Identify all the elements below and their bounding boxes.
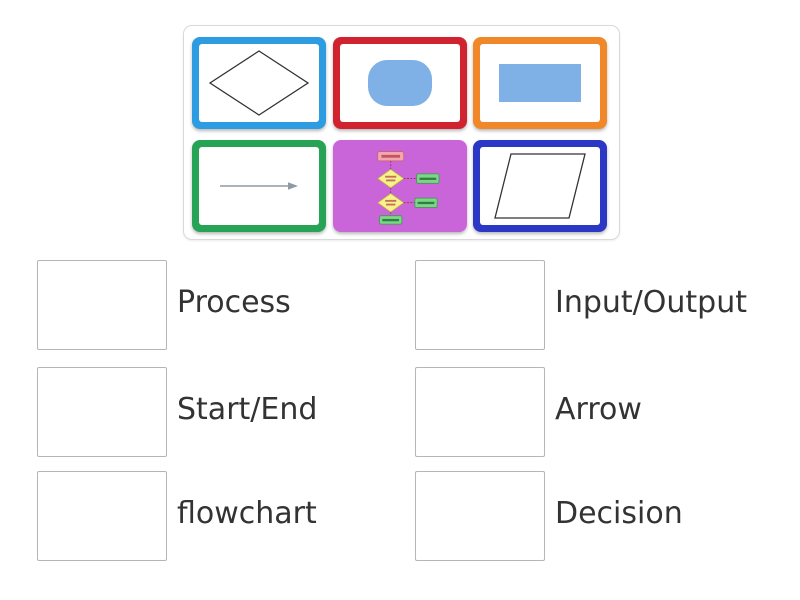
tile-inner [340,44,460,122]
match-pair-process: Process [37,260,291,350]
match-pair-flowchart: flowchart [37,471,317,561]
choice-tile-parallelogram[interactable] [473,140,607,232]
tile-inner [340,147,460,225]
match-pair-decision: Decision [415,471,683,561]
match-label-process: Process [177,285,291,320]
choices-panel [183,25,620,240]
match-pair-arrow: Arrow [415,367,642,457]
choice-tile-diamond[interactable] [192,37,326,129]
tile-inner [480,44,600,122]
match-slot-decision[interactable] [415,471,545,561]
match-slot-process[interactable] [37,260,167,350]
match-label-flowchart: flowchart [177,496,317,531]
arrow-icon [220,182,298,190]
diamond-icon [209,50,309,116]
match-slot-start-end[interactable] [37,367,167,457]
match-label-decision: Decision [555,496,683,531]
match-slot-flowchart[interactable] [37,471,167,561]
match-pair-input-output: Input/Output [415,260,747,350]
flowchart-thumbnail [377,151,440,225]
match-label-input-output: Input/Output [555,285,747,320]
match-pair-start-end: Start/End [37,367,317,457]
choice-tile-arrow[interactable] [192,140,326,232]
choice-tile-flowchart[interactable] [333,140,467,232]
stadium-icon [368,60,432,106]
choice-tile-rectangle[interactable] [473,37,607,129]
match-label-start-end: Start/End [177,392,318,427]
tile-inner [199,147,319,225]
parallelogram-icon [494,153,586,219]
match-label-arrow: Arrow [555,392,642,427]
tile-inner [480,147,600,225]
match-slot-input-output[interactable] [415,260,545,350]
choice-tile-stadium[interactable] [333,37,467,129]
rectangle-icon [499,64,581,102]
match-slot-arrow[interactable] [415,367,545,457]
tile-inner [199,44,319,122]
